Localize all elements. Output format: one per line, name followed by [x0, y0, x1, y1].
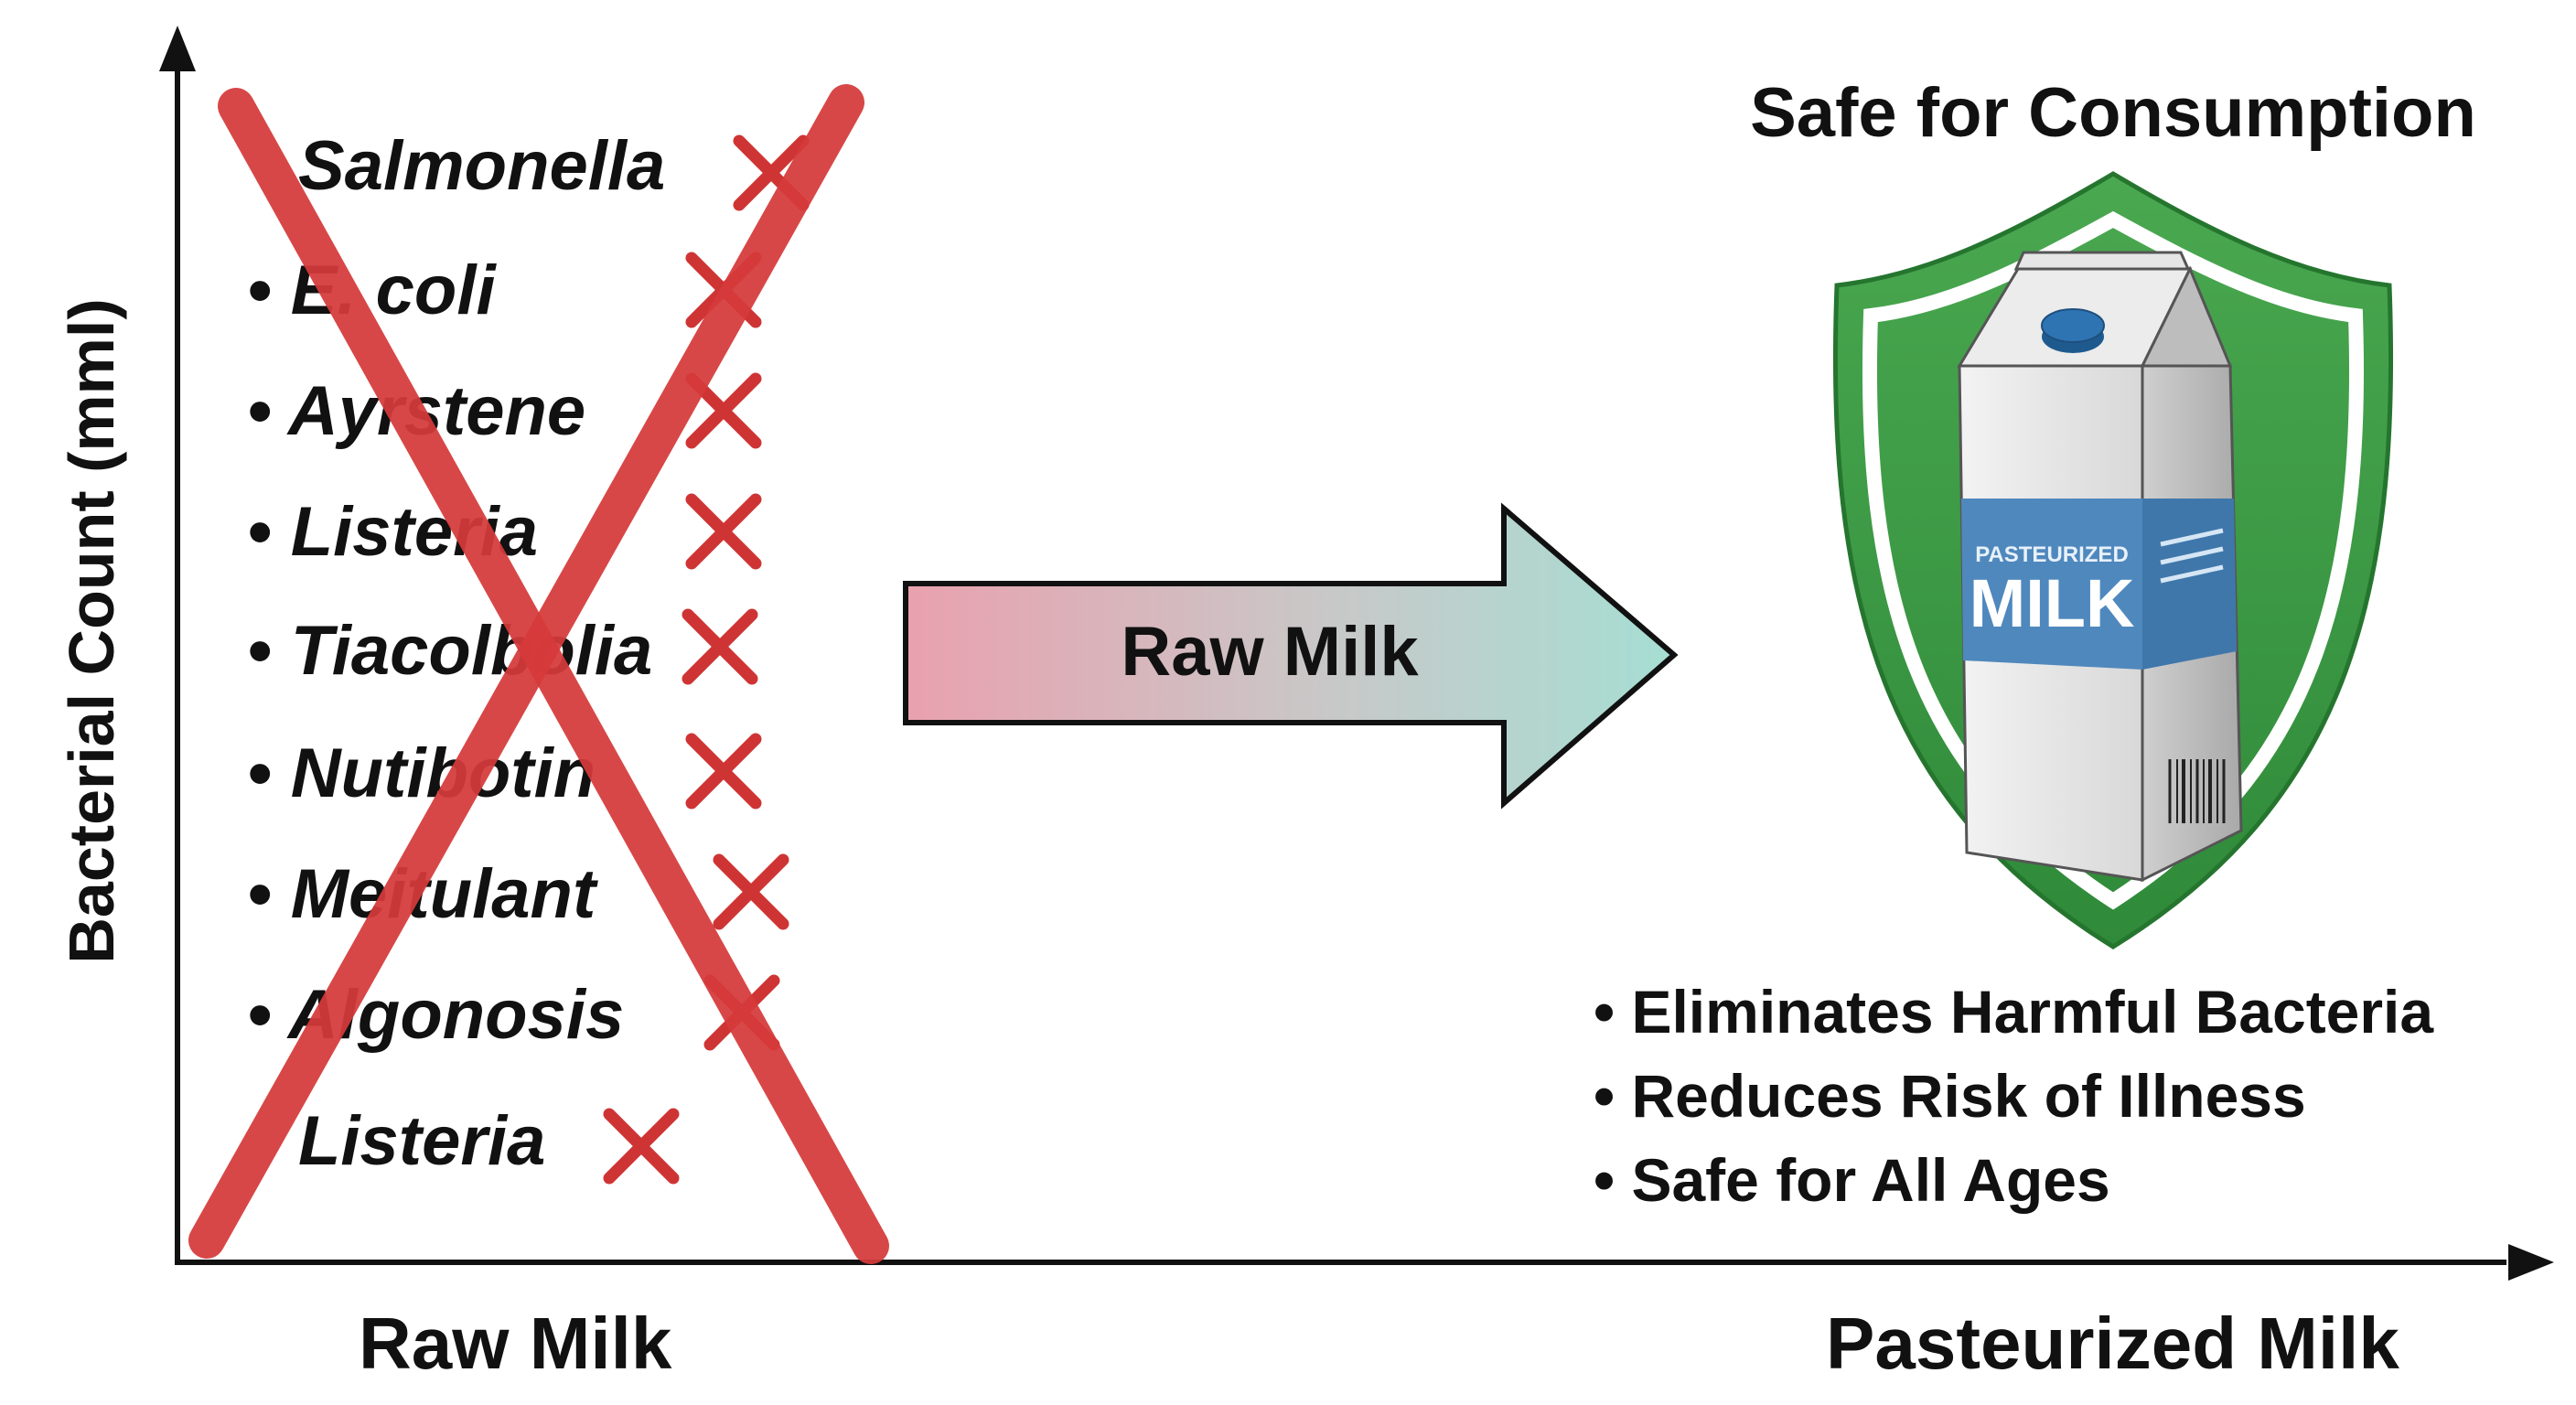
bacteria-item: Salmonella — [298, 127, 666, 205]
carton-label-top: PASTEURIZED — [1975, 542, 2129, 567]
x-axis-left-label: Raw Milk — [359, 1303, 672, 1384]
y-axis-arrowhead — [159, 26, 196, 71]
x-axis-arrowhead — [2508, 1244, 2554, 1281]
transition-arrow — [903, 502, 1679, 810]
y-axis-label: Bacterial Count (mml) — [56, 298, 127, 964]
carton-label-main: MILK — [1970, 565, 2135, 641]
benefit-item: • Safe for All Ages — [1594, 1146, 2110, 1214]
barcode-icon — [2168, 759, 2226, 823]
axes — [159, 26, 2554, 1281]
safe-title: Safe for Consumption — [1750, 74, 2476, 152]
benefit-item: • Reduces Risk of Illness — [1594, 1062, 2306, 1130]
x-mark-icon — [603, 1108, 680, 1185]
bacteria-item: Listeria — [298, 1102, 546, 1180]
x-axis-right-label: Pasteurized Milk — [1826, 1303, 2399, 1384]
x-mark-icon — [682, 608, 758, 685]
arrow-label: Raw Milk — [1121, 613, 1419, 691]
bacteria-item: • Tiacolbolia — [247, 612, 653, 690]
x-mark-icon — [685, 733, 762, 810]
bacteria-item: • Nutibotin — [247, 735, 596, 812]
x-mark-icon — [713, 853, 789, 930]
x-mark-icon — [685, 493, 762, 570]
benefit-item: • Eliminates Harmful Bacteria — [1594, 978, 2434, 1046]
milk-carton-icon: PASTEURIZED MILK — [1957, 251, 2243, 883]
